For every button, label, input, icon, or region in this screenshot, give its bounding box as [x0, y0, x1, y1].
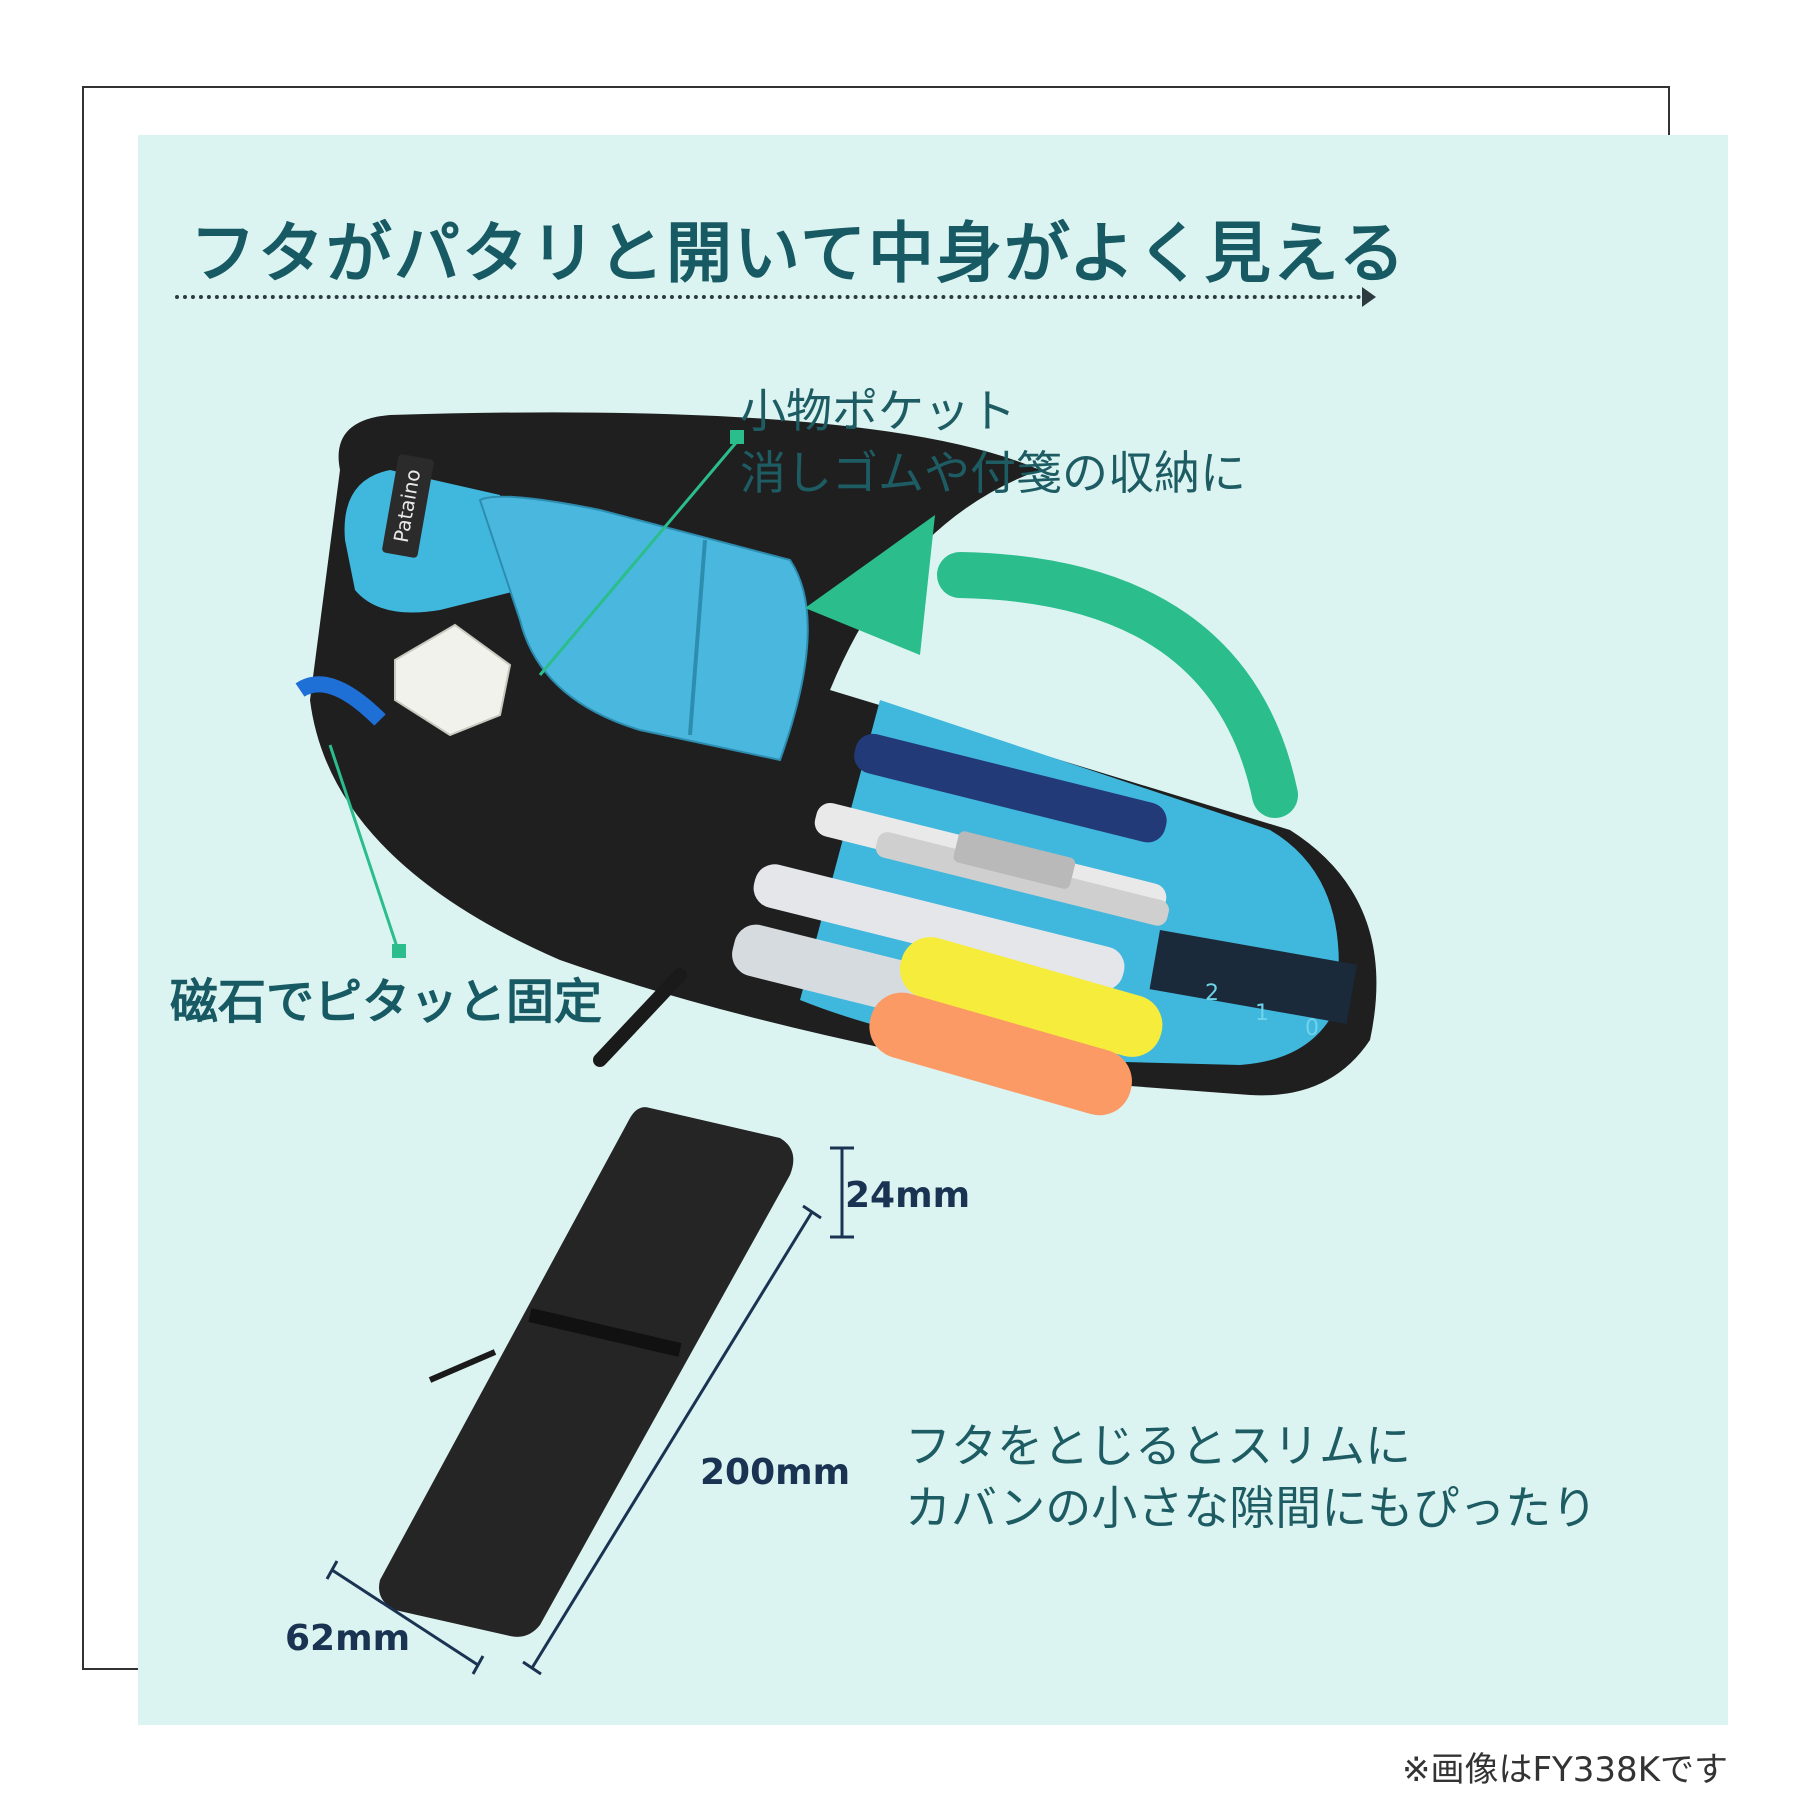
callout-pocket-line1: 小物ポケット: [740, 384, 1016, 438]
callout-pocket-line2: 消しゴムや付箋の収納に: [740, 446, 1246, 500]
highlighters: [869, 937, 1163, 1116]
callout-slim-line1: フタをとじるとスリムに: [905, 1419, 1411, 1473]
headline-dotted-rule: [175, 295, 1370, 299]
dimension-width: 62mm: [285, 1618, 411, 1659]
callout-slim-line2: カバンの小さな隙間にもぴったり: [905, 1481, 1598, 1535]
callout-magnet: 磁石でピタッと固定: [170, 974, 603, 1030]
ruler-tick-0: 0: [1305, 1016, 1319, 1041]
closed-pencil-case: [379, 1107, 794, 1637]
open-lid-arrow-icon: [805, 515, 1298, 818]
ruler: 0 1 2: [1149, 929, 1357, 1041]
eraser: [394, 623, 512, 737]
callout-pocket: 小物ポケット 消しゴムや付箋の収納に: [740, 380, 1246, 504]
dimension-length: 200mm: [700, 1452, 851, 1493]
pocket-flap: [478, 495, 809, 762]
dimension-thickness: 24mm: [845, 1175, 971, 1216]
ruler-tick-1: 1: [1255, 1001, 1269, 1026]
brand-tag: Pataino: [382, 454, 434, 558]
callout-leaders: [328, 430, 744, 958]
footnote: ※画像はFY338Kです: [1401, 1750, 1728, 1790]
dimension-lines: [325, 1146, 854, 1676]
callout-slim: フタをとじるとスリムに カバンの小さな隙間にもぴったり: [905, 1415, 1597, 1539]
headline: フタがパタリと開いて中身がよく見える: [190, 215, 1407, 292]
zipper-pulls: [593, 968, 687, 1067]
headline-arrow-icon: [1362, 287, 1376, 307]
ruler-tick-2: 2: [1205, 981, 1219, 1006]
